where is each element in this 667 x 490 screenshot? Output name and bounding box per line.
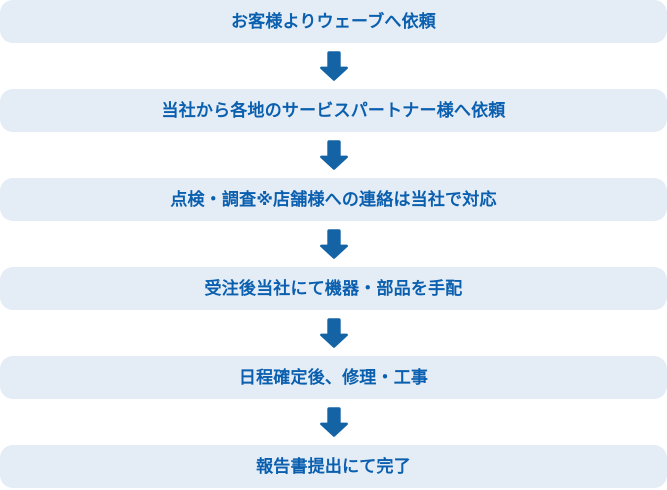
flow-step-5: 日程確定後、修理・工事	[0, 356, 667, 399]
arrow-down-icon	[317, 227, 351, 261]
flow-step-2: 当社から各地のサービスパートナー様へ依頼	[0, 89, 667, 132]
flow-step-label: お客様よりウェーブへ依頼	[230, 12, 437, 31]
arrow-down-icon	[317, 316, 351, 350]
flow-step-label: 受注後当社にて機器・部品を手配	[204, 279, 463, 298]
flow-step-6: 報告書提出にて完了	[0, 445, 667, 488]
flow-step-label: 当社から各地のサービスパートナー様へ依頼	[161, 101, 506, 120]
flow-connector-1	[0, 43, 667, 89]
arrow-down-icon	[317, 49, 351, 83]
flow-connector-3	[0, 221, 667, 267]
flow-step-label: 報告書提出にて完了	[256, 457, 411, 476]
flow-connector-5	[0, 399, 667, 445]
flow-step-3: 点検・調査※店舗様への連絡は当社で対応	[0, 178, 667, 221]
flow-step-label: 日程確定後、修理・工事	[238, 368, 429, 387]
flow-connector-4	[0, 310, 667, 356]
flow-step-4: 受注後当社にて機器・部品を手配	[0, 267, 667, 310]
flow-step-1: お客様よりウェーブへ依頼	[0, 0, 667, 43]
arrow-down-icon	[317, 405, 351, 439]
arrow-down-icon	[317, 138, 351, 172]
flow-step-label: 点検・調査※店舗様への連絡は当社で対応	[170, 190, 497, 209]
flow-connector-2	[0, 132, 667, 178]
